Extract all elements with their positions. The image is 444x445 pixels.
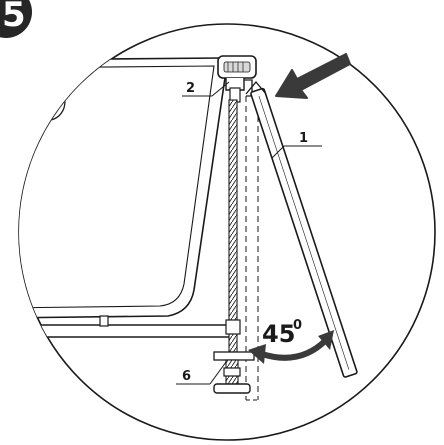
callout-6-label: 6 bbox=[182, 369, 191, 384]
frame-support-post bbox=[99, 315, 109, 327]
detail-contents bbox=[19, 55, 358, 401]
bathtub-body bbox=[19, 57, 228, 319]
bracket-hook bbox=[244, 79, 253, 97]
double-curved-arrow-icon bbox=[248, 330, 334, 364]
threaded-rod bbox=[228, 99, 238, 353]
support-frame-bar bbox=[19, 324, 237, 338]
step-badge bbox=[0, 0, 32, 38]
frame-nut bbox=[225, 319, 241, 335]
rim-groove bbox=[223, 61, 251, 73]
foot-clamp bbox=[213, 351, 255, 361]
callout-1-label: 1 bbox=[299, 131, 308, 146]
bathtub-inner-wall bbox=[19, 65, 215, 309]
panel-top-lip bbox=[245, 80, 267, 95]
step-number: 5 bbox=[2, 0, 26, 35]
angle-unit: 0 bbox=[293, 318, 302, 333]
foot-pad bbox=[213, 383, 251, 394]
angle-value: 45 bbox=[262, 320, 295, 348]
front-panel bbox=[250, 87, 358, 378]
arrow-down-left-icon bbox=[275, 53, 351, 99]
foot-lock-nut bbox=[223, 367, 241, 377]
callout-2-label: 2 bbox=[186, 81, 195, 96]
